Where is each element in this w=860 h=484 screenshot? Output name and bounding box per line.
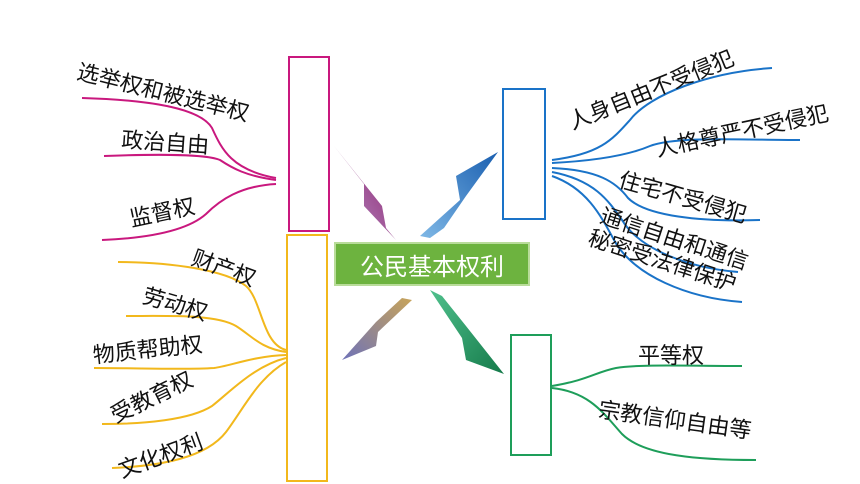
economic-rights-box: [286, 234, 328, 482]
arrow-to-economic: [342, 298, 412, 360]
equality-rights-box: [510, 334, 552, 456]
political-item: 政治自由: [120, 128, 210, 160]
equality-item: 平等权: [638, 344, 705, 369]
economic-branches: [93, 261, 287, 469]
equality-branches: [551, 364, 757, 461]
center-node: 公民基本权利: [334, 242, 530, 286]
center-label: 公民基本权利: [360, 252, 504, 281]
arrow-to-equality: [430, 290, 504, 374]
personal-branches: [551, 67, 801, 303]
political-rights-box: [288, 56, 330, 232]
arrow-to-political: [334, 146, 396, 240]
political-branches: [81, 97, 277, 241]
arrow-to-personal: [420, 152, 498, 238]
personal-rights-box: [502, 88, 546, 220]
